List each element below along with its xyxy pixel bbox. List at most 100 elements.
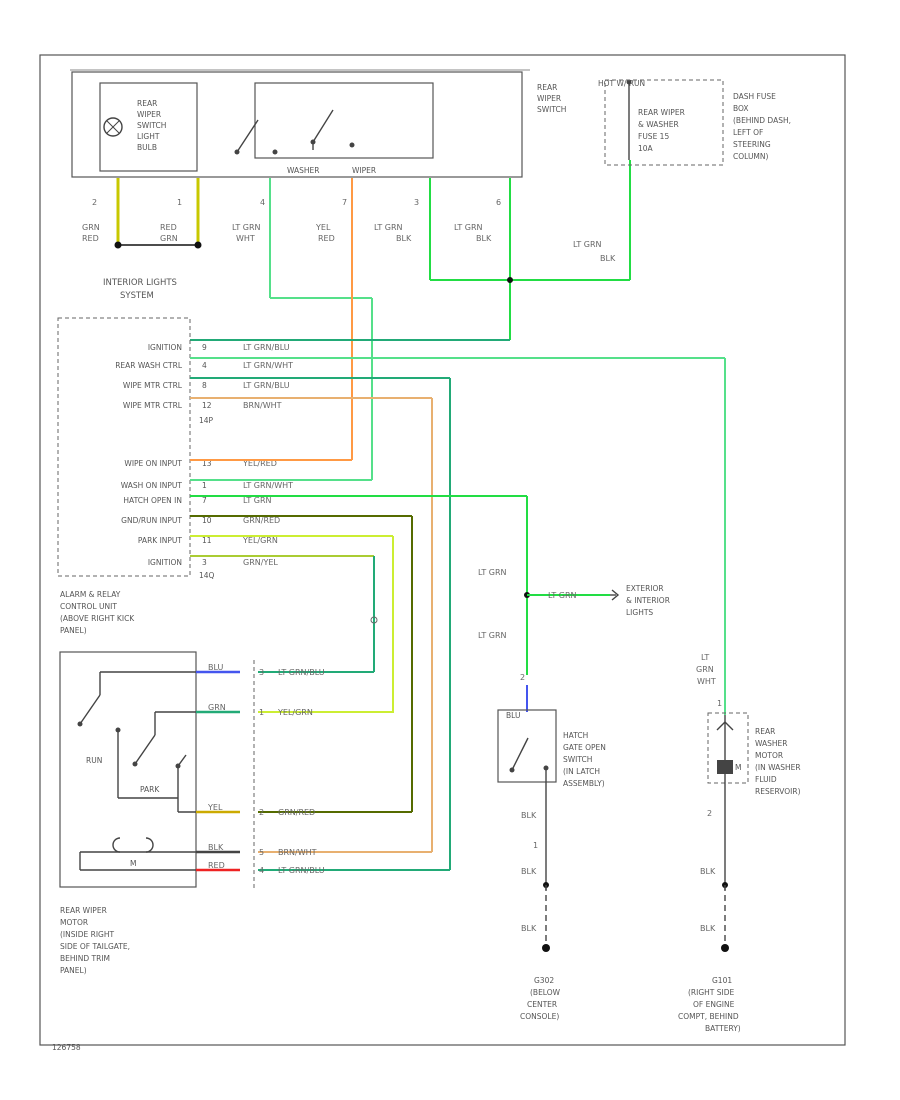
diagram-code: 126758 — [52, 1043, 81, 1052]
motor-pin: 5 — [259, 848, 264, 857]
cu-row-wire: GRN/RED — [243, 516, 280, 525]
g302-2: (BELOW — [530, 988, 561, 997]
cu-row-label: WASH ON INPUT — [121, 481, 183, 490]
wiper-label: WIPER — [352, 166, 376, 175]
motor-pin: 3 — [259, 668, 264, 677]
hatch-title-4: (IN LATCH — [563, 767, 600, 776]
cu-row-pin: 8 — [202, 381, 207, 390]
motor-wire-label: YEL/GRN — [277, 708, 313, 717]
diagram-frame — [39, 54, 846, 1046]
hatch-switch: LT GRN EXTERIOR & INTERIOR LIGHTS LT GRN… — [478, 568, 670, 1021]
wash-title-3: MOTOR — [755, 751, 783, 760]
cu-row-pin: 10 — [202, 516, 212, 525]
washer-motor: LT GRN WHT 1 M REAR WASHER MOTOR (IN WAS… — [678, 653, 801, 1033]
wm-title-3: (INSIDE RIGHT — [60, 930, 114, 939]
cu-title-3: (ABOVE RIGHT KICK — [60, 614, 135, 623]
wash-title-5: FLUID — [755, 775, 777, 784]
wash-blk-1: BLK — [700, 867, 716, 876]
bulb-label-1: REAR — [137, 99, 157, 108]
washer-label: WASHER — [287, 166, 320, 175]
cu-row-label: REAR WASH CTRL — [115, 361, 183, 370]
w2b: GRN — [160, 234, 178, 243]
bulb-label-3: SWITCH — [137, 121, 166, 130]
hatch-title-3: SWITCH — [563, 755, 592, 764]
hatch-inner: BLU — [506, 711, 520, 720]
motor-wire-label: BRN/WHT — [278, 848, 317, 857]
switch-title-3: SWITCH — [537, 105, 566, 114]
motor-label: M — [130, 859, 136, 868]
w2a: RED — [160, 223, 177, 232]
switch-wires — [114, 160, 631, 480]
interior-lights-1: INTERIOR LIGHTS — [103, 278, 177, 288]
motor-inner-label: BLK — [208, 843, 224, 852]
bulb-label-4: LIGHT — [137, 132, 160, 141]
fuse-wire-1: LT GRN — [573, 240, 602, 249]
cu-row-wire: GRN/YEL — [243, 558, 278, 567]
motor-wire-label: LT GRN/BLU — [278, 668, 325, 677]
conn-14p: 14P — [199, 416, 214, 425]
fusebox-5: STEERING — [733, 140, 771, 149]
switch-pins: 2 1 4 7 3 6 GRN RED RED GRN LT GRN WHT Y… — [82, 198, 501, 243]
wash-title-2: WASHER — [755, 739, 788, 748]
cu-row-wire: LT GRN/WHT — [243, 481, 293, 490]
park-label: PARK — [140, 785, 160, 794]
bulb-label-5: BULB — [137, 143, 157, 152]
cu-row-label: WIPE ON INPUT — [124, 459, 182, 468]
cu-row-label: IGNITION — [148, 343, 182, 352]
w5a: LT GRN — [374, 223, 403, 232]
wash-wire-1: LT — [701, 653, 709, 662]
fusebox-2: BOX — [733, 104, 749, 113]
w3b: WHT — [236, 234, 255, 243]
hatch-blk-1: BLK — [521, 811, 537, 820]
control-unit-wires — [190, 357, 726, 870]
pin-1: 1 — [177, 198, 182, 207]
pin-3: 3 — [414, 198, 419, 207]
w1a: GRN — [82, 223, 100, 232]
motor-pin: 2 — [259, 808, 264, 817]
switch-title-1: REAR — [537, 83, 557, 92]
cu-row-label: PARK INPUT — [138, 536, 183, 545]
ground-g302-icon — [542, 944, 550, 952]
w3a: LT GRN — [232, 223, 261, 232]
hatch-title-1: HATCH — [563, 731, 588, 740]
cu-row-pin: 12 — [202, 401, 212, 410]
bulb-label-2: WIPER — [137, 110, 161, 119]
rear-wiper-motor: RUN PARK M REAR WIPER MOTOR (INSIDE RIGH… — [59, 651, 255, 975]
hatch-blk-3: BLK — [521, 924, 537, 933]
g101-4: COMPT, BEHIND — [678, 1012, 739, 1021]
wash-title-6: RESERVOIR) — [755, 787, 801, 796]
wash-blk-2: BLK — [700, 924, 716, 933]
fusebox-1: DASH FUSE — [733, 92, 776, 101]
conn-14q: 14Q — [199, 571, 215, 580]
cu-row-wire: YEL/RED — [242, 459, 277, 468]
g101-1: G101 — [712, 976, 732, 985]
g101-3: OF ENGINE — [693, 1000, 735, 1009]
switch-title-2: WIPER — [537, 94, 561, 103]
cu-title-1: ALARM & RELAY — [60, 590, 121, 599]
cu-row-label: HATCH OPEN IN — [123, 496, 182, 505]
run-label: RUN — [86, 756, 102, 765]
wash-wire-2: GRN — [696, 665, 714, 674]
g101-2: (RIGHT SIDE — [688, 988, 735, 997]
ext-lights-1: EXTERIOR — [626, 584, 664, 593]
cu-row-pin: 1 — [202, 481, 207, 490]
pin-7: 7 — [342, 198, 347, 207]
fuse-2: & WASHER — [638, 120, 679, 129]
wash-pin-top: 1 — [717, 699, 722, 708]
fuse-4: 10A — [638, 144, 654, 153]
wm-title-2: MOTOR — [60, 918, 88, 927]
interior-lights-2: SYSTEM — [120, 291, 154, 301]
pin-4: 4 — [260, 198, 265, 207]
motor-wire-label: GRN/RED — [278, 808, 315, 817]
cu-row-wire: LT GRN/WHT — [243, 361, 293, 370]
w1b: RED — [82, 234, 99, 243]
cu-row-pin: 11 — [202, 536, 212, 545]
control-unit: 14P 14Q ALARM & RELAY CONTROL UNIT (ABOV… — [57, 317, 215, 635]
fuse-3: FUSE 15 — [638, 132, 669, 141]
w4b: RED — [318, 234, 335, 243]
wm-title-6: PANEL) — [60, 966, 87, 975]
ext-lights-3: LIGHTS — [626, 608, 653, 617]
g302-1: G302 — [534, 976, 554, 985]
